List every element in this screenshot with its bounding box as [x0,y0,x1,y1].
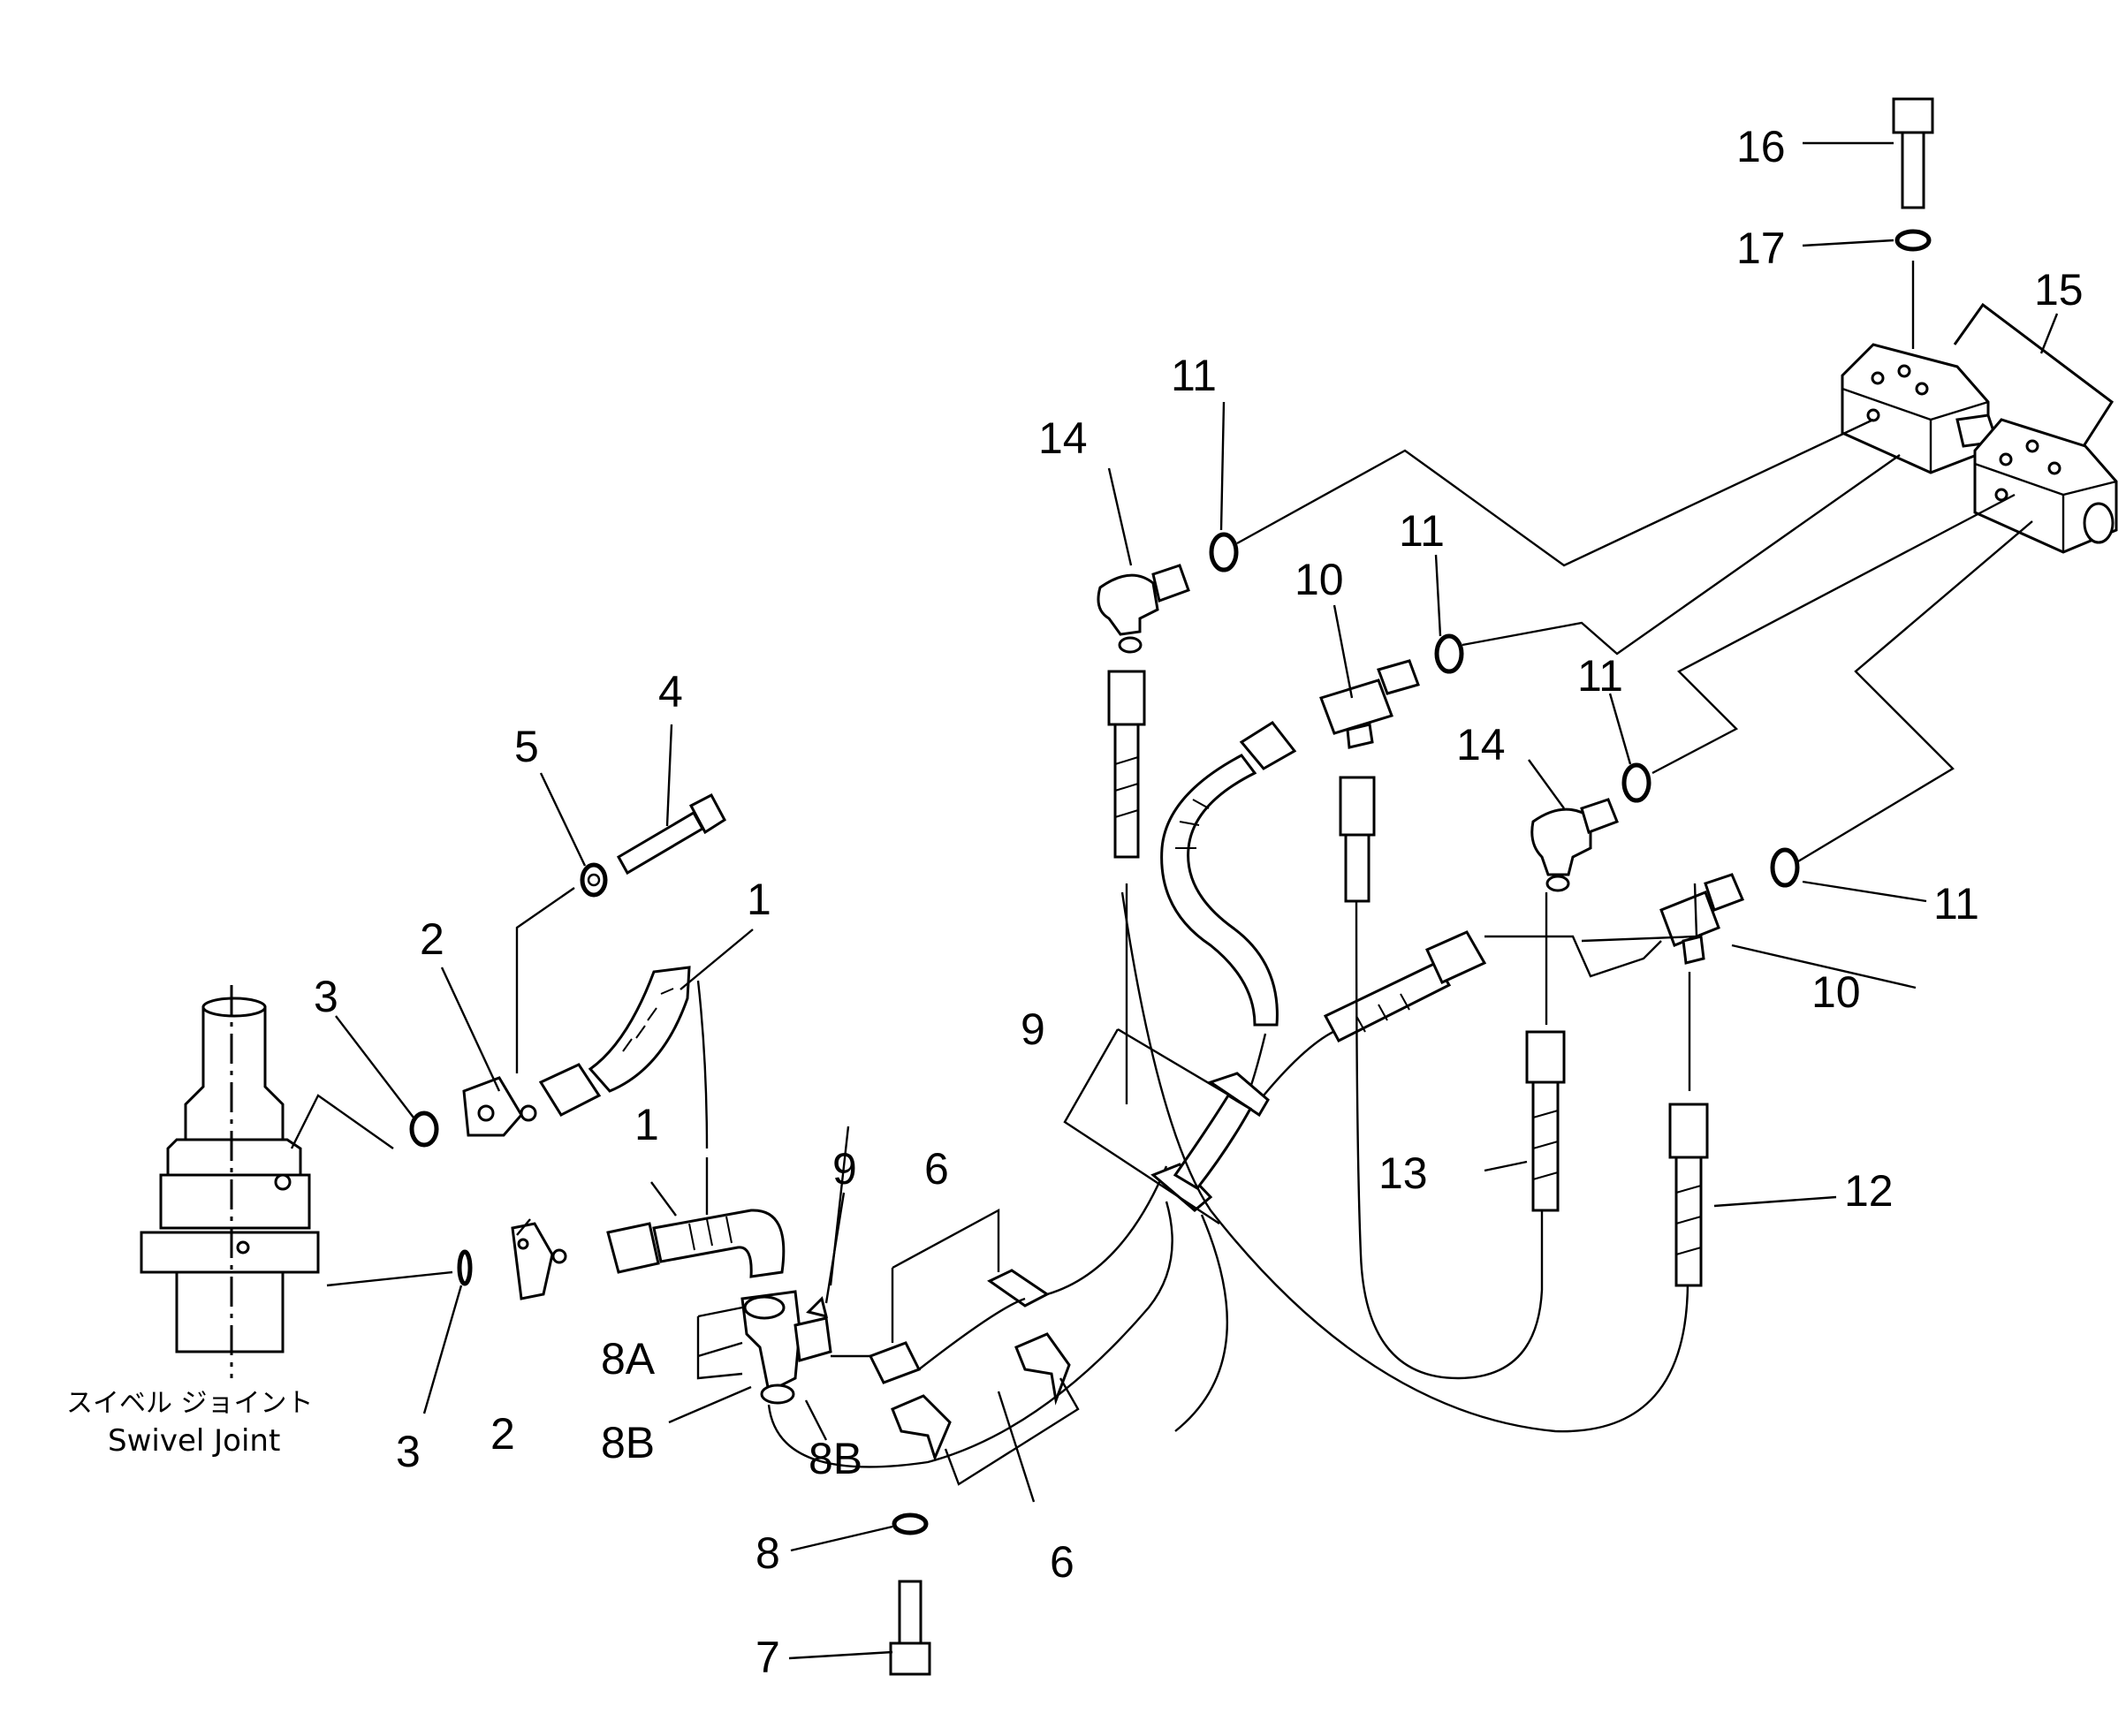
callout-5: 5 [514,722,539,771]
callout-15: 15 [2034,265,2084,315]
leader-lines [335,141,2059,1660]
o-ring-11-b [1434,633,1464,674]
hose-1-lower [606,1209,786,1278]
callout-8b-right: 8B [809,1434,862,1483]
washer-17 [1894,229,1932,252]
elbow-fitting-14-upper [1097,564,1190,654]
o-ring-3-upper [409,1111,439,1148]
valve-block-15-lower [1973,418,2118,554]
callout-17: 17 [1736,224,1786,273]
clamp-6-lower [891,1332,1071,1462]
callout-3-lower: 3 [396,1427,421,1476]
elbow-fitting-14-lower [1530,798,1619,892]
callout-16: 16 [1736,122,1786,171]
o-ring-11-a [1209,532,1239,572]
o-ring-3-lower [457,1249,473,1286]
valve-block-15-upper [1841,343,1999,474]
callout-1-lower: 1 [634,1100,659,1149]
clamp-6-upper [868,1269,1050,1384]
callout-7: 7 [755,1633,780,1682]
bolt-4 [616,792,726,876]
callout-11-a: 11 [1171,351,1217,400]
swivel-joint-label-jp: スイベル ジョイント [66,1388,314,1419]
split-flange-2-lower [511,1222,567,1300]
callout-2-lower: 2 [490,1409,515,1459]
bolt-16 [1892,97,1934,209]
bolt-7 [889,1580,931,1676]
hose-to-fitting-10-right [1323,930,1487,1042]
hose-13-upper-fitting [1339,776,1376,903]
callout-8: 8 [755,1528,780,1578]
swivel-joint-label-en: Swivel Joint [108,1423,280,1459]
hose-9-upper [1160,721,1297,1027]
callout-2-upper: 2 [420,914,444,964]
callout-13: 13 [1378,1148,1428,1198]
hose-9-lower [1150,1072,1270,1212]
callout-12: 12 [1844,1166,1894,1216]
callout-10-upper: 10 [1295,555,1344,604]
callout-11-b: 11 [1399,506,1445,556]
o-ring-11-d [1770,847,1800,888]
callout-10-lower: 10 [1811,967,1861,1017]
callout-8b-left: 8B [601,1418,655,1467]
washer-8 [892,1512,929,1535]
callout-9-right: 9 [1021,1004,1045,1054]
callout-6-lower: 6 [1050,1537,1074,1587]
callout-11-d: 11 [1933,879,1979,929]
hose-upper-left-vertical [1107,670,1146,859]
callout-4: 4 [658,667,683,716]
callout-11-c: 11 [1577,651,1623,701]
tee-block-8a [740,1290,832,1405]
callout-6-upper: 6 [924,1144,949,1194]
tee-fitting-10-lower [1659,873,1744,965]
callout-3-upper: 3 [314,972,338,1021]
o-ring-11-c [1621,762,1651,803]
split-flange-2-upper [462,1076,537,1137]
callout-labels: 1 1 2 2 3 3 4 5 6 6 7 8 8A 8B 8B 9 9 10 … [314,122,2084,1682]
callout-14-upper: 14 [1038,413,1088,463]
callout-8a: 8A [601,1334,656,1383]
tee-fitting-10-upper [1319,659,1420,749]
callout-1-upper: 1 [747,875,771,924]
callout-14-lower: 14 [1456,720,1506,769]
hose-1-upper [538,966,691,1117]
hose-13 [1525,1030,1566,1212]
callout-9-left: 9 [832,1144,857,1194]
swivel-joint [140,985,394,1378]
hose-12 [1668,1103,1709,1287]
washer-5 [580,862,608,898]
